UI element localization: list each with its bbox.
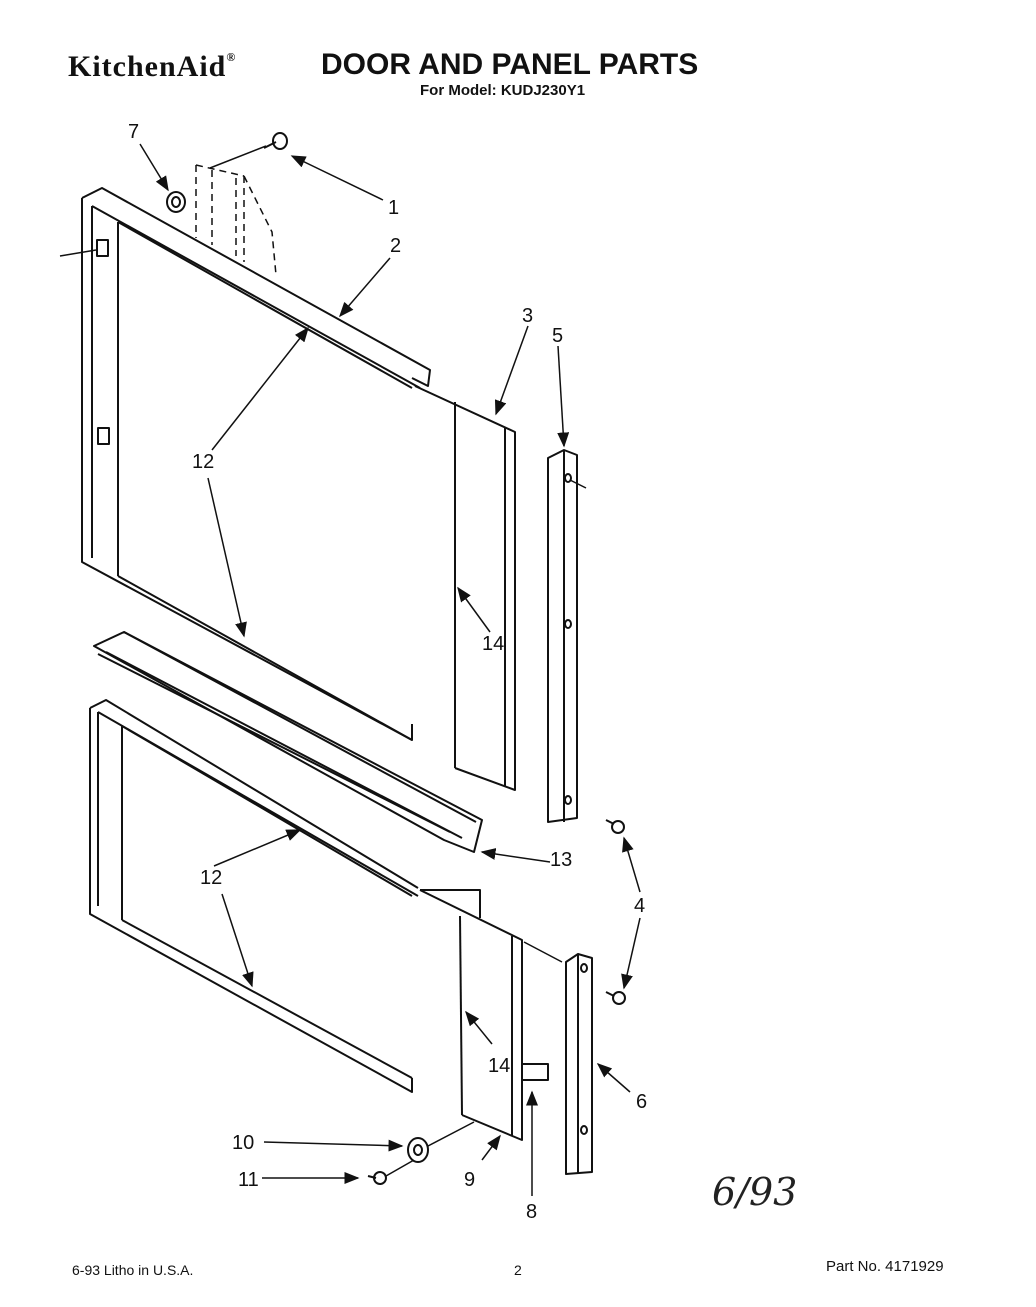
- lower-panel: [419, 889, 549, 1141]
- page-number: 2: [514, 1262, 522, 1278]
- callout-6: 6: [636, 1091, 647, 1113]
- callout-3: 3: [522, 305, 533, 327]
- upper-door-frame: [59, 187, 431, 741]
- footer-litho: 6-93 Litho in U.S.A.: [72, 1262, 194, 1278]
- callout-8: 8: [526, 1201, 537, 1223]
- callout-10: 10: [232, 1132, 254, 1154]
- screw-lower-part4: [605, 991, 626, 1005]
- callout-5: 5: [552, 325, 563, 347]
- upper-side-trim: [547, 449, 587, 823]
- callout-14a: 14: [482, 633, 504, 655]
- hinge-bracket-dashed: [195, 164, 277, 276]
- brand-logo: KitchenAid®: [68, 50, 237, 83]
- callout-9: 9: [464, 1169, 475, 1191]
- screw-part11: [367, 1159, 415, 1185]
- callout-2: 2: [390, 235, 401, 257]
- lower-door-frame: [89, 699, 419, 1093]
- bumper-part10: [407, 1121, 475, 1163]
- divider-trim: [93, 631, 483, 853]
- page-title: DOOR AND PANEL PARTS: [321, 48, 699, 81]
- callout-4: 4: [634, 895, 645, 917]
- bumper-part7: [166, 191, 186, 213]
- callout-12a: 12: [192, 451, 214, 473]
- handwritten-date: 6/93: [712, 1170, 798, 1214]
- callout-12b: 12: [200, 867, 222, 889]
- leader-lines: [139, 143, 641, 1196]
- callout-labels: 1 7 2 3 5 12 14 13 4 12 14 6 10 11 9 8: [128, 121, 647, 1223]
- model-number: For Model: KUDJ230Y1: [420, 82, 586, 99]
- callout-11: 11: [238, 1169, 259, 1191]
- screw-upper-part4: [605, 819, 625, 834]
- page-header: KitchenAid® DOOR AND PANEL PARTS For Mod…: [68, 44, 768, 104]
- part-number: Part No. 4171929: [826, 1258, 944, 1275]
- callout-14b: 14: [488, 1055, 510, 1077]
- screw-top-part1: [209, 132, 288, 169]
- lower-side-trim: [523, 941, 593, 1175]
- callout-1: 1: [388, 197, 399, 219]
- callout-13: 13: [550, 849, 572, 871]
- callout-7: 7: [128, 121, 139, 143]
- upper-panel: [414, 385, 516, 791]
